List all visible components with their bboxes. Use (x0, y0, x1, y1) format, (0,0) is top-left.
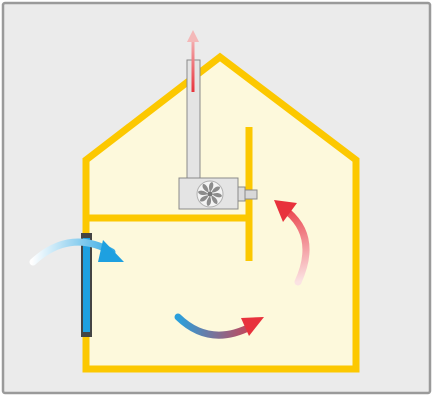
fan-icon (196, 180, 224, 208)
exhaust-arrow-icon (187, 30, 199, 92)
rising-air-arrow (274, 200, 310, 286)
room-airflow-arrow (174, 313, 264, 339)
window (81, 233, 92, 337)
fresh-air-inflow-arrow (29, 238, 124, 266)
